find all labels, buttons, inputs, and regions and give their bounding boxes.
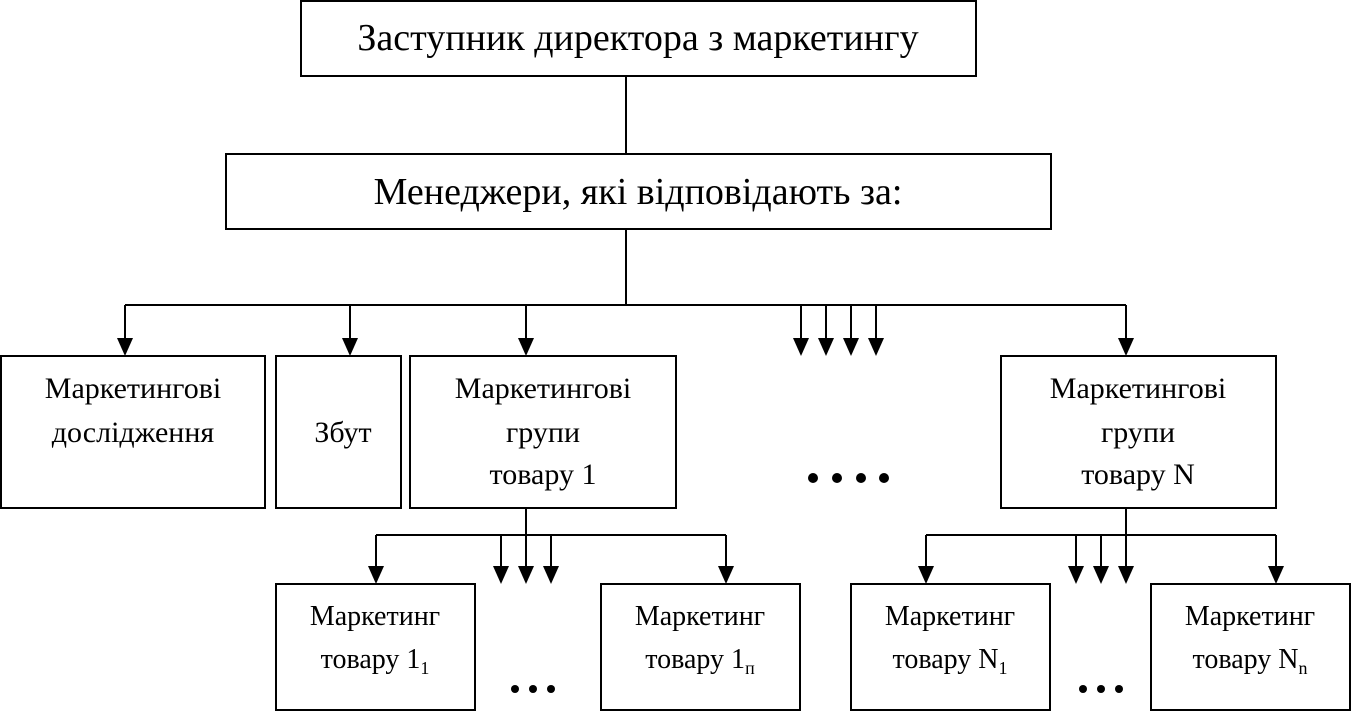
- node-label-line: товару 11: [321, 644, 430, 678]
- arrowhead: [342, 338, 358, 356]
- node-label-main: товару 1: [645, 644, 745, 675]
- node-label-line: групи: [1101, 416, 1175, 449]
- arrowhead: [117, 338, 133, 356]
- node-sales: Збут: [275, 355, 402, 509]
- node-deputy-director: Заступник директора з маркетингу: [300, 0, 977, 77]
- node-box: [1000, 355, 1277, 509]
- node-label: Менеджери, які відповідають за:: [374, 171, 903, 213]
- ellipsis-dot: [1079, 685, 1087, 693]
- node-label-subscript: n: [1299, 658, 1308, 678]
- node-label-line: товару N1: [893, 644, 1008, 678]
- arrowhead: [368, 566, 384, 584]
- arrowhead: [1093, 566, 1109, 584]
- connectors: [124, 76, 1277, 568]
- node-marketing-1-1: Маркетинг товару 11: [275, 583, 476, 711]
- node-marketing-n-n: Маркетинг товару Nn: [1150, 583, 1351, 711]
- node-label: Заступник директора з маркетингу: [357, 17, 918, 59]
- node-label-line: товару Nn: [1193, 644, 1308, 678]
- node-label-main: товару N: [893, 644, 999, 675]
- node-box: [300, 0, 977, 77]
- node-box: [0, 355, 266, 509]
- ellipsis-dot: [1115, 685, 1123, 693]
- ellipsis-dot: [1097, 685, 1105, 693]
- node-label-line: товару 1п: [645, 644, 755, 678]
- node-managers: Менеджери, які відповідають за:: [225, 153, 1052, 230]
- node-label-main: товару 1: [321, 644, 421, 675]
- arrowhead: [1268, 566, 1284, 584]
- node-box: [850, 583, 1051, 711]
- node-label-line: Маркетингові: [1050, 372, 1226, 405]
- node-box: [225, 153, 1052, 230]
- node-label-line: Маркетинг: [635, 601, 765, 632]
- node-label-line: групи: [506, 416, 580, 449]
- arrowhead: [868, 338, 884, 356]
- arrowhead: [543, 566, 559, 584]
- node-label-line: Маркетингові: [455, 372, 631, 405]
- ellipsis-dot: [547, 685, 555, 693]
- ellipsis-dots: [511, 473, 1123, 693]
- ellipsis-dot: [511, 685, 519, 693]
- node-research: Маркетингові дослідження: [0, 355, 266, 509]
- ellipsis-dot: [808, 473, 818, 483]
- node-label-subscript: п: [745, 658, 755, 678]
- node-marketing-n-1: Маркетинг товару N1: [850, 583, 1051, 711]
- arrowhead: [1118, 338, 1134, 356]
- node-box: [275, 583, 476, 711]
- node-box: [1150, 583, 1351, 711]
- node-label-subscript: 1: [420, 658, 429, 678]
- arrowhead: [793, 338, 809, 356]
- arrowhead: [718, 566, 734, 584]
- arrowhead: [818, 338, 834, 356]
- node-label-line: Маркетинг: [1185, 601, 1315, 632]
- ellipsis-dot: [529, 685, 537, 693]
- node-label-line: Маркетинг: [310, 601, 440, 632]
- arrowhead: [518, 338, 534, 356]
- node-marketing-1-n: Маркетинг товару 1п: [600, 583, 801, 711]
- ellipsis-dot: [856, 473, 866, 483]
- arrowhead: [1118, 566, 1134, 584]
- arrowhead: [843, 338, 859, 356]
- node-label-subscript: 1: [999, 658, 1008, 678]
- node-label-line: товару N: [1081, 458, 1195, 491]
- arrowhead: [518, 566, 534, 584]
- arrowhead: [493, 566, 509, 584]
- node-group-1: Маркетингові групи товару 1: [409, 355, 677, 509]
- node-box: [409, 355, 677, 509]
- node-label-line: Маркетингові: [45, 372, 221, 405]
- node-group-n: Маркетингові групи товару N: [1000, 355, 1277, 509]
- ellipsis-dot: [832, 473, 842, 483]
- arrowhead: [1068, 566, 1084, 584]
- node-label: Збут: [314, 416, 371, 449]
- node-label-line: дослідження: [52, 416, 215, 449]
- arrowheads: [117, 338, 1284, 584]
- ellipsis-dot: [879, 473, 889, 483]
- node-box: [600, 583, 801, 711]
- node-label-main: товару N: [1193, 644, 1299, 675]
- node-label-line: товару 1: [490, 458, 597, 491]
- arrowhead: [918, 566, 934, 584]
- node-label-line: Маркетинг: [885, 601, 1015, 632]
- node-box: [275, 355, 402, 509]
